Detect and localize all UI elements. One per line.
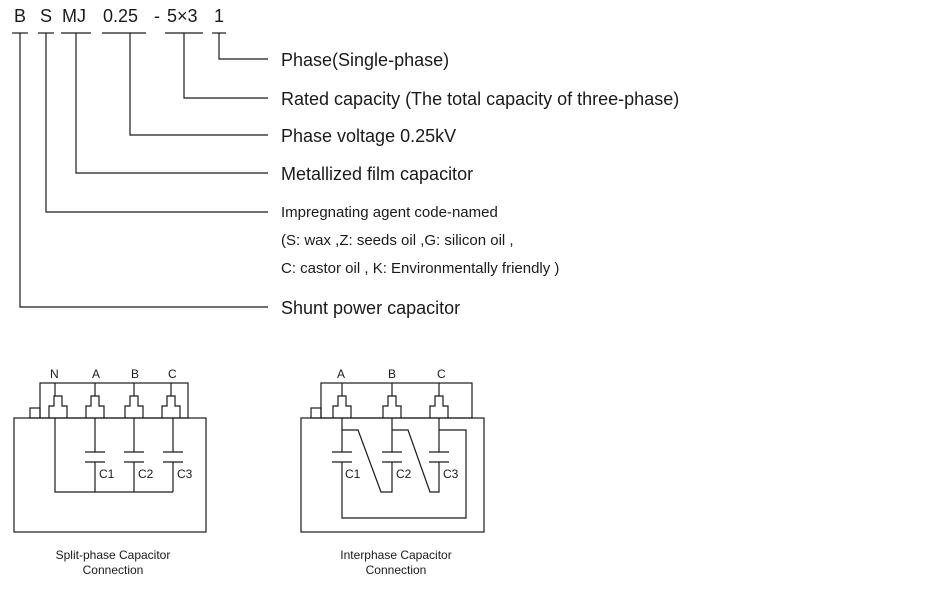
code-dash: - <box>154 6 160 26</box>
split-label-b: B <box>131 367 139 381</box>
desc-shunt: Shunt power capacitor <box>281 298 460 318</box>
split-label-a: A <box>92 367 100 381</box>
code-phase: 1 <box>214 6 224 26</box>
leader-capacity <box>183 33 268 99</box>
model-code: B S MJ 0.25 - 5×3 1 <box>14 6 224 26</box>
inter-bushings <box>332 383 449 418</box>
split-cap-c1: C1 <box>99 467 115 481</box>
interphase-schematic: A B C C1 <box>300 367 485 577</box>
inter-caption-line2: Connection <box>366 563 427 577</box>
desc-phase-voltage: Phase voltage 0.25kV <box>281 126 456 146</box>
code-capacity: 5×3 <box>167 6 198 26</box>
inter-caption-line1: Interphase Capacitor <box>340 548 451 562</box>
split-tab <box>29 407 41 419</box>
split-bushings <box>48 383 181 418</box>
split-phase-schematic: N A B C <box>13 367 207 577</box>
code-s: S <box>40 6 52 26</box>
inter-tab <box>310 407 322 419</box>
split-label-n: N <box>50 367 59 381</box>
desc-rated-capacity: Rated capacity (The total capacity of th… <box>281 89 679 109</box>
leader-lines <box>19 33 268 308</box>
inter-cap-c3: C3 <box>443 467 459 481</box>
split-housing <box>13 417 207 533</box>
desc-phase: Phase(Single-phase) <box>281 50 449 70</box>
descriptions: Phase(Single-phase) Rated capacity (The … <box>281 50 679 318</box>
inter-label-a: A <box>337 367 345 381</box>
code-b: B <box>14 6 26 26</box>
leader-phase <box>218 33 268 60</box>
leader-shunt <box>19 33 268 308</box>
code-voltage: 0.25 <box>103 6 138 26</box>
split-label-c: C <box>168 367 177 381</box>
split-caption-line2: Connection <box>83 563 144 577</box>
inter-cap-c1: C1 <box>345 467 361 481</box>
desc-metallized: Metallized film capacitor <box>281 164 473 184</box>
inter-label-c: C <box>437 367 446 381</box>
split-caption-line1: Split-phase Capacitor <box>56 548 171 562</box>
split-cap-c3: C3 <box>177 467 193 481</box>
inter-label-b: B <box>388 367 396 381</box>
desc-impregnating-title: Impregnating agent code-named <box>281 204 498 221</box>
split-cap-c2: C2 <box>138 467 154 481</box>
inter-cap-c2: C2 <box>396 467 412 481</box>
leader-voltage <box>129 33 268 136</box>
desc-impregnating-line2: C: castor oil , K: Environmentally frien… <box>281 260 559 277</box>
code-mj: MJ <box>62 6 86 26</box>
leader-impregnating <box>45 33 268 213</box>
leader-metallized <box>75 33 268 174</box>
desc-impregnating-line1: (S: wax ,Z: seeds oil ,G: silicon oil , <box>281 232 514 249</box>
